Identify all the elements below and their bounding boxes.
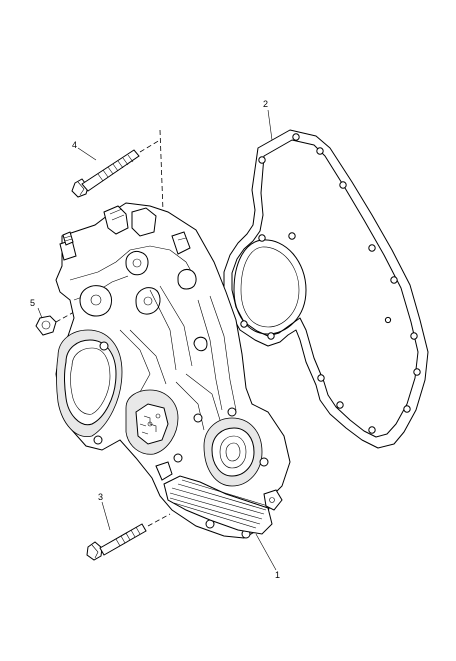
gasket xyxy=(223,129,429,449)
callout-labels: 1 2 3 4 5 xyxy=(30,99,280,580)
callout-2: 2 xyxy=(263,99,268,109)
callout-1: 1 xyxy=(275,570,280,580)
callout-4: 4 xyxy=(72,140,77,150)
leader-lines xyxy=(37,109,277,571)
callout-5: 5 xyxy=(30,298,35,308)
short-bolt xyxy=(86,513,171,561)
callout-3: 3 xyxy=(98,492,103,502)
long-bolt xyxy=(71,129,166,266)
timing-cover xyxy=(55,202,291,539)
nut xyxy=(35,311,75,336)
